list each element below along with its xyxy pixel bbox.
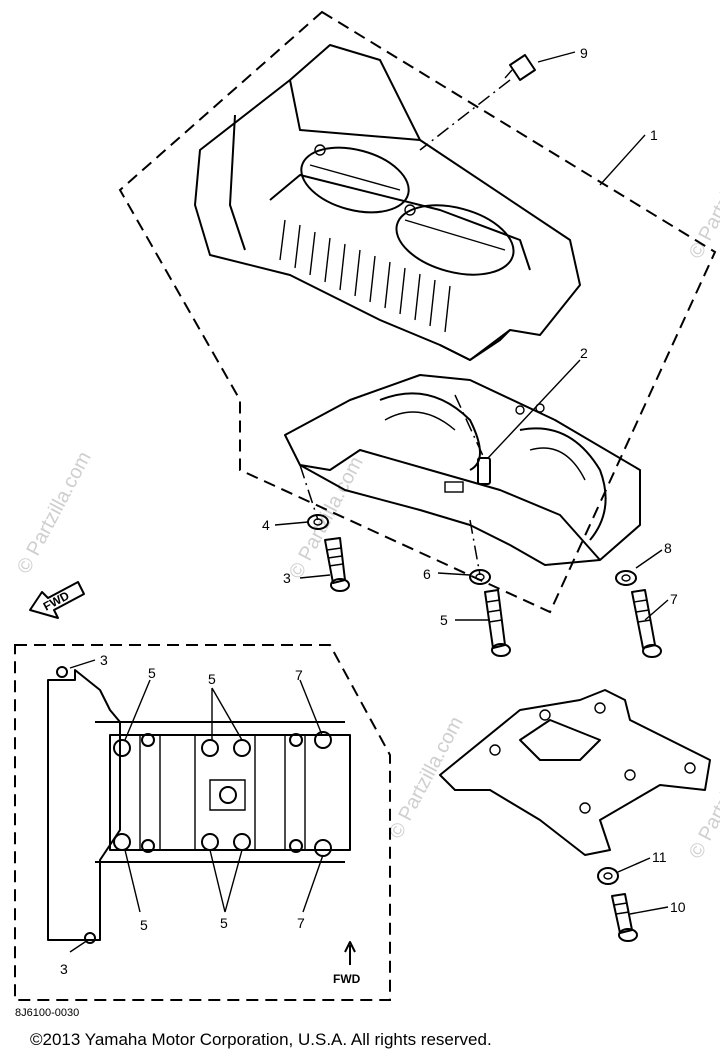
watermark-right-bottom: © Partzilla.com (685, 733, 720, 862)
inset-callout-5-mid-top: 5 (208, 671, 216, 687)
callout-5: 5 (440, 612, 448, 628)
inset-callout-3-top: 3 (100, 652, 108, 668)
callout-leaders (274, 51, 669, 915)
callout-1: 1 (650, 127, 658, 143)
inset-callout-7-top: 7 (295, 667, 303, 683)
nut-11 (597, 867, 619, 885)
inset-fwd-label: FWD (333, 972, 361, 986)
washer-8 (615, 570, 637, 586)
watermark-left: © Partzilla.com (13, 448, 96, 577)
lower-crankcase (284, 374, 641, 566)
watermark-right-top: © Partzilla.com (685, 133, 720, 262)
inset-crankcase-plan-view (47, 659, 356, 965)
callout-11: 11 (652, 849, 667, 865)
fwd-arrow-icon: FWD (29, 581, 85, 619)
part-code: 8J6100-0030 (15, 1007, 79, 1019)
inset-callout-5-left-top: 5 (148, 665, 156, 681)
plug-part (504, 54, 536, 81)
callout-3: 3 (283, 570, 291, 586)
inset-callout-3-bottom: 3 (60, 961, 68, 977)
inset-callout-5-left-bottom: 5 (140, 917, 148, 933)
callout-7: 7 (670, 591, 678, 607)
callout-10: 10 (670, 899, 686, 915)
dowel-pin (477, 457, 491, 485)
cooling-fins (279, 219, 451, 333)
inset-callout-5-mid-bottom: 5 (220, 915, 228, 931)
inset-view-outline (14, 644, 391, 1001)
bolt-3 (324, 537, 350, 592)
crankcase-assembly-outline (118, 10, 717, 614)
inset-bolt-holes (56, 666, 332, 944)
watermark-inset: © Partzilla.com (385, 713, 468, 842)
alignment-line-bolt-mid (469, 519, 481, 576)
callout-2: 2 (580, 345, 588, 361)
washer-6 (469, 569, 491, 585)
mounting-bracket (439, 689, 711, 856)
bolt-7 (631, 589, 662, 658)
upper-crankcase (194, 44, 581, 361)
callout-8: 8 (664, 540, 672, 556)
callout-6: 6 (423, 566, 431, 582)
bolt-10 (611, 893, 638, 942)
bolt-5 (484, 589, 511, 657)
copyright-notice: ©2013 Yamaha Motor Corporation, U.S.A. A… (30, 1030, 492, 1049)
inset-callout-7-bottom: 7 (297, 915, 305, 931)
alignment-line-dowel (454, 394, 485, 459)
alignment-line-plug (419, 79, 511, 151)
callout-9: 9 (580, 45, 588, 61)
callout-4: 4 (262, 517, 270, 533)
alignment-line-bolt-left (299, 464, 319, 521)
